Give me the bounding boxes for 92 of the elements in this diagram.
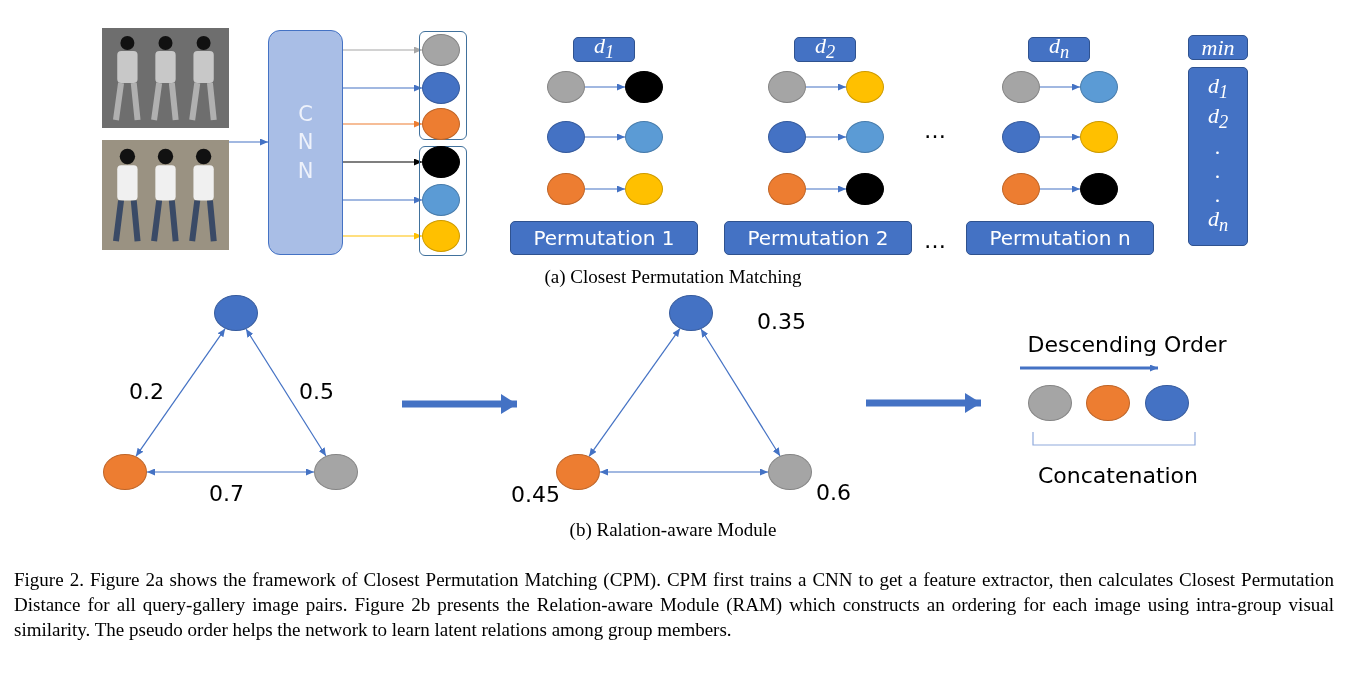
feature-group-box [419,31,467,140]
feature-circle [214,295,258,331]
arrow [584,185,626,193]
arrow [135,328,226,457]
distance-symbol: . [1215,182,1221,207]
feature-circle [768,173,806,205]
feature-circle [1080,71,1118,103]
feature-circle [625,173,663,205]
arrow [1039,185,1081,193]
permutation-label: Permutation 1 [533,226,675,250]
feature-circle [846,121,884,153]
distance-label-box [573,37,635,62]
arrow [245,328,327,457]
heading-label: Concatenation [1037,462,1199,488]
feature-circle [422,72,460,104]
feature-circle [314,454,358,490]
feature-circle [422,184,460,216]
feature-circle [1002,173,1040,205]
permutation-label: Permutation 2 [747,226,889,250]
arrow [584,83,626,91]
permutation-box [724,221,912,255]
cnn-label: CNN [296,101,315,185]
arrow [342,232,423,240]
distance-symbol: . [1215,158,1221,183]
feature-circle [1028,385,1072,421]
subfigure-caption: (a) Closest Permutation Matching [544,266,802,288]
feature-circle [625,71,663,103]
feature-circle [1080,121,1118,153]
arrow [805,133,847,141]
feature-circle [547,121,585,153]
arrow [584,133,626,141]
feature-circle [1002,121,1040,153]
permutation-box [510,221,698,255]
feature-circle [422,34,460,66]
cnn-block [268,30,343,255]
permutation-box [966,221,1154,255]
feature-circle [103,454,147,490]
feature-circle [768,121,806,153]
distance-symbol: d$_{2}$ [1207,104,1229,135]
subfigure-caption: (b) Ralation-aware Module [569,519,777,541]
distance-label-box [1188,35,1248,60]
distance-list-box [1188,67,1248,246]
feature-circle [1002,71,1040,103]
distance-symbol: d$_{n}$ [1048,34,1070,65]
feature-group-box [419,146,467,256]
arrow [342,120,423,128]
ellipsis: … [924,117,946,143]
feature-circle [846,173,884,205]
feature-circle [547,173,585,205]
distance-symbol: . [1215,134,1221,159]
arrow [588,327,681,458]
distance-symbol: d$_{1}$ [1207,74,1229,105]
arrow [805,83,847,91]
distance-label-box [794,37,856,62]
distance-symbol: d$_{2}$ [814,34,836,65]
arrow [1039,133,1081,141]
feature-circle [556,454,600,490]
score-label: 0.6 [816,480,851,505]
feature-circle [1086,385,1130,421]
feature-circle [768,71,806,103]
people-photo-drawing [102,28,229,128]
feature-circle [1080,173,1118,205]
arrow [342,84,423,92]
people-photo-drawing [102,140,229,250]
permutation-label: Permutation n [989,226,1131,250]
score-label: 0.45 [511,482,560,507]
distance-symbol: d$_{n}$ [1207,206,1229,238]
ellipsis: … [924,227,946,253]
arrow [1039,83,1081,91]
distance-symbol: min [1201,35,1235,60]
feature-circle [422,220,460,252]
heading-label: Descending Order [1027,331,1227,357]
feature-circle [422,108,460,140]
arrow [599,468,769,476]
arrow [805,185,847,193]
feature-circle [846,71,884,103]
arrow [342,158,423,166]
score-label: 0.35 [757,308,806,334]
feature-circle [625,121,663,153]
arrow [700,328,781,457]
distance-symbol: d$_{1}$ [593,34,615,65]
figure-caption: Figure 2. Figure 2a shows the framework of Closest Permutation Matching (CPM). CPM first trains a CNN to get a feature extractor, then calculates Closest Permutation Distance for all query-gallery image pairs. Figure 2b presents the Relation-aware Module (RAM) which constructs an ordering for each image using intra-group visual similarity. The pseudo order helps the network to learn latent relations among group members. [14,568,1334,642]
arrow [342,46,423,54]
arrow [342,196,423,204]
arrow [146,468,315,476]
feature-circle [768,454,812,490]
distance-label-box [1028,37,1090,62]
feature-circle [422,146,460,178]
feature-circle [547,71,585,103]
arrow [228,138,269,146]
feature-circle [1145,385,1189,421]
feature-circle [669,295,713,331]
